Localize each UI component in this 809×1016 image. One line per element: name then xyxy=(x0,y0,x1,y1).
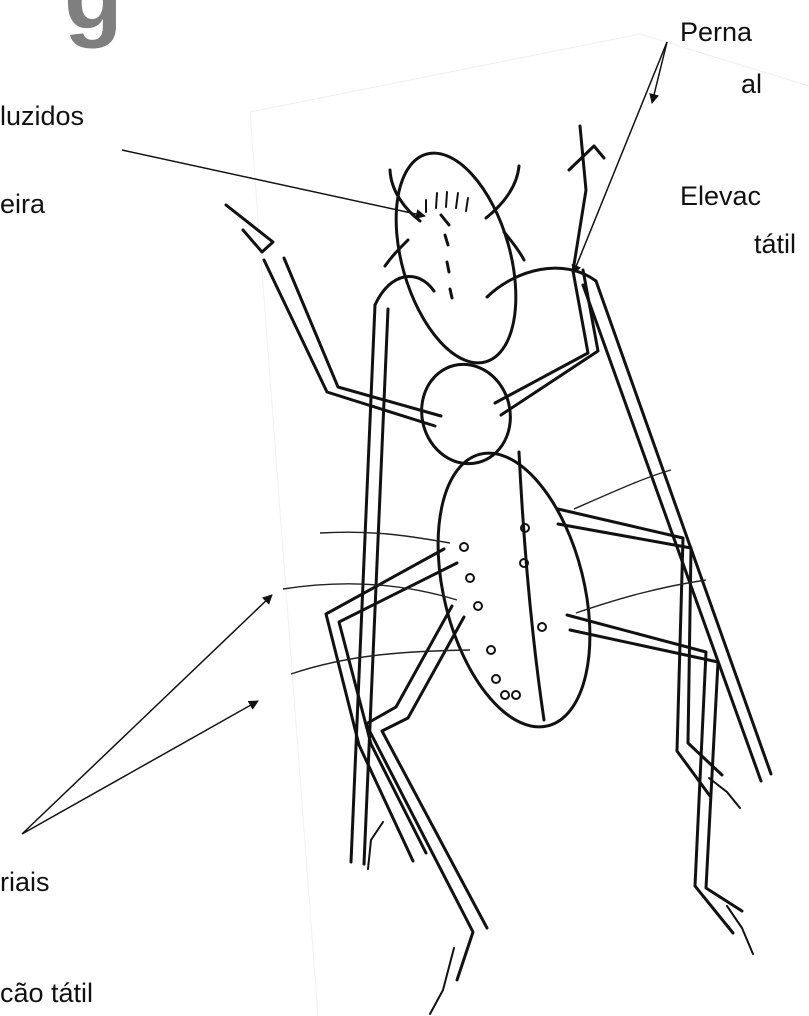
mouth-bristles xyxy=(426,192,468,212)
backdrop-edge xyxy=(250,34,809,112)
pore xyxy=(466,574,474,582)
pore xyxy=(492,675,500,683)
left-shoulder xyxy=(375,276,434,305)
backdrop-side-edge xyxy=(250,112,318,1016)
abdomen-outline xyxy=(412,437,616,743)
head-midline xyxy=(441,215,452,298)
left-foot-lower xyxy=(368,822,383,869)
right-middle-leg xyxy=(558,509,710,796)
bristle-upper-left xyxy=(320,532,450,543)
sensory-bristles xyxy=(283,470,706,674)
head-outline xyxy=(374,139,537,376)
pore xyxy=(512,691,520,699)
long-right-leg xyxy=(596,281,771,774)
right-middle-foot xyxy=(709,778,740,808)
left-hind-foot xyxy=(430,948,454,1014)
bristle-lower-right xyxy=(576,580,706,613)
abdomen-center-line xyxy=(519,452,544,720)
pore xyxy=(538,623,546,631)
pore xyxy=(487,646,495,654)
right-hind-leg xyxy=(567,615,733,933)
right-antenna xyxy=(573,126,586,271)
legs-leader-left xyxy=(573,42,667,274)
left-antenna-tip xyxy=(226,205,273,252)
bristle-middle-left xyxy=(283,584,457,600)
right-antenna-tip xyxy=(569,146,604,170)
right-shoulder xyxy=(487,268,596,297)
pore xyxy=(501,691,509,699)
left-front-leg-inner xyxy=(284,258,441,416)
reduced-parts-leader xyxy=(122,150,425,216)
left-hind-leg-inner xyxy=(382,617,487,928)
annotation-leaders xyxy=(22,42,667,834)
pore xyxy=(474,602,482,610)
pore xyxy=(460,543,468,551)
right-palp xyxy=(504,232,524,260)
mandible-right xyxy=(486,166,519,218)
